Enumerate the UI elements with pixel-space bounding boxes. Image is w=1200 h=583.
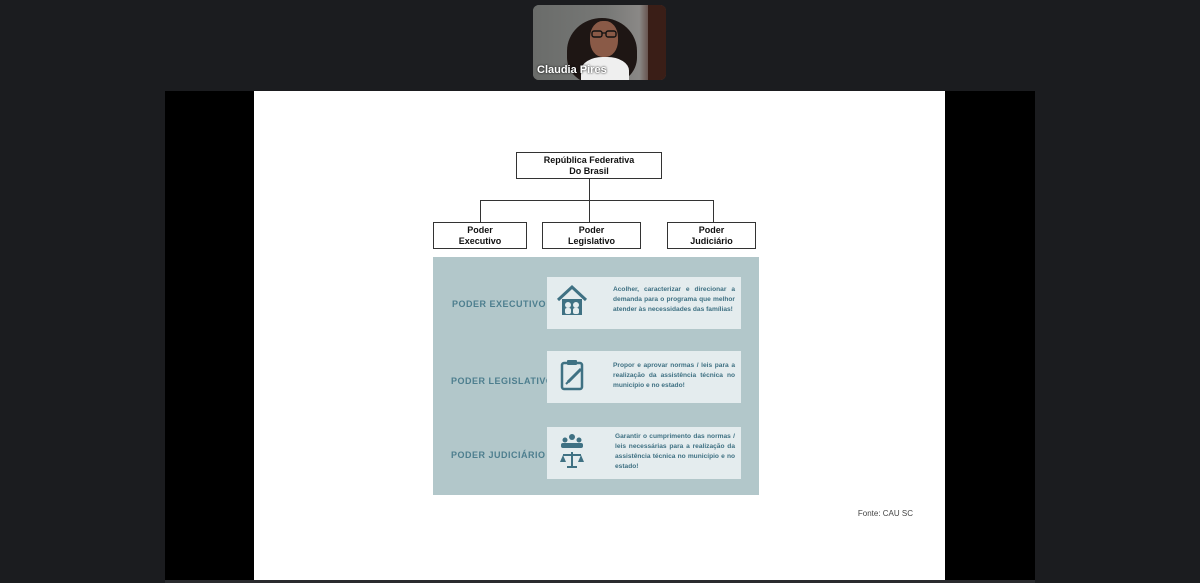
house-family-icon <box>556 284 588 315</box>
card-judiciario: Garantir o cumprimento das normas / leis… <box>547 427 741 479</box>
org-connector <box>480 200 714 201</box>
participant-video-tile[interactable]: Claudia Pires <box>533 5 666 80</box>
card-executivo: Acolher, caracterizar e direcionar a dem… <box>547 277 741 329</box>
row-label-judiciario: PODER JUDICIÁRIO <box>451 450 546 460</box>
org-root-box: República Federativa Do Brasil <box>516 152 662 179</box>
org-connector <box>713 200 714 222</box>
card-legislativo: Propor e aprovar normas / leis para a re… <box>547 351 741 403</box>
org-connector <box>480 200 481 222</box>
powers-infographic: PODER EXECUTIVO PODER LEGISLATIVO PODER … <box>433 257 759 495</box>
org-box-legislativo: Poder Legislativo <box>542 222 641 249</box>
bottom-edge <box>165 580 1035 583</box>
glasses-icon <box>591 30 617 38</box>
clipboard-pen-icon <box>560 360 584 391</box>
justice-scale-icon <box>560 434 584 468</box>
presentation-slide: República Federativa Do Brasil Poder Exe… <box>254 91 945 580</box>
row-label-legislativo: PODER LEGISLATIVO <box>451 376 554 386</box>
video-door <box>648 5 666 80</box>
participant-shirt <box>581 57 629 80</box>
card-text-legislativo: Propor e aprovar normas / leis para a re… <box>613 362 735 389</box>
org-connector <box>589 179 590 200</box>
org-box-judiciario: Poder Judiciário <box>667 222 756 249</box>
card-text-executivo: Acolher, caracterizar e direcionar a dem… <box>613 286 735 313</box>
org-connector <box>589 200 590 222</box>
slide-source: Fonte: CAU SC <box>857 509 913 518</box>
card-text-judiciario: Garantir o cumprimento das normas / leis… <box>615 433 735 470</box>
participant-face <box>590 21 618 57</box>
org-box-executivo: Poder Executivo <box>433 222 527 249</box>
participant-name: Claudia Pires <box>537 64 607 76</box>
row-label-executivo: PODER EXECUTIVO <box>452 299 547 309</box>
